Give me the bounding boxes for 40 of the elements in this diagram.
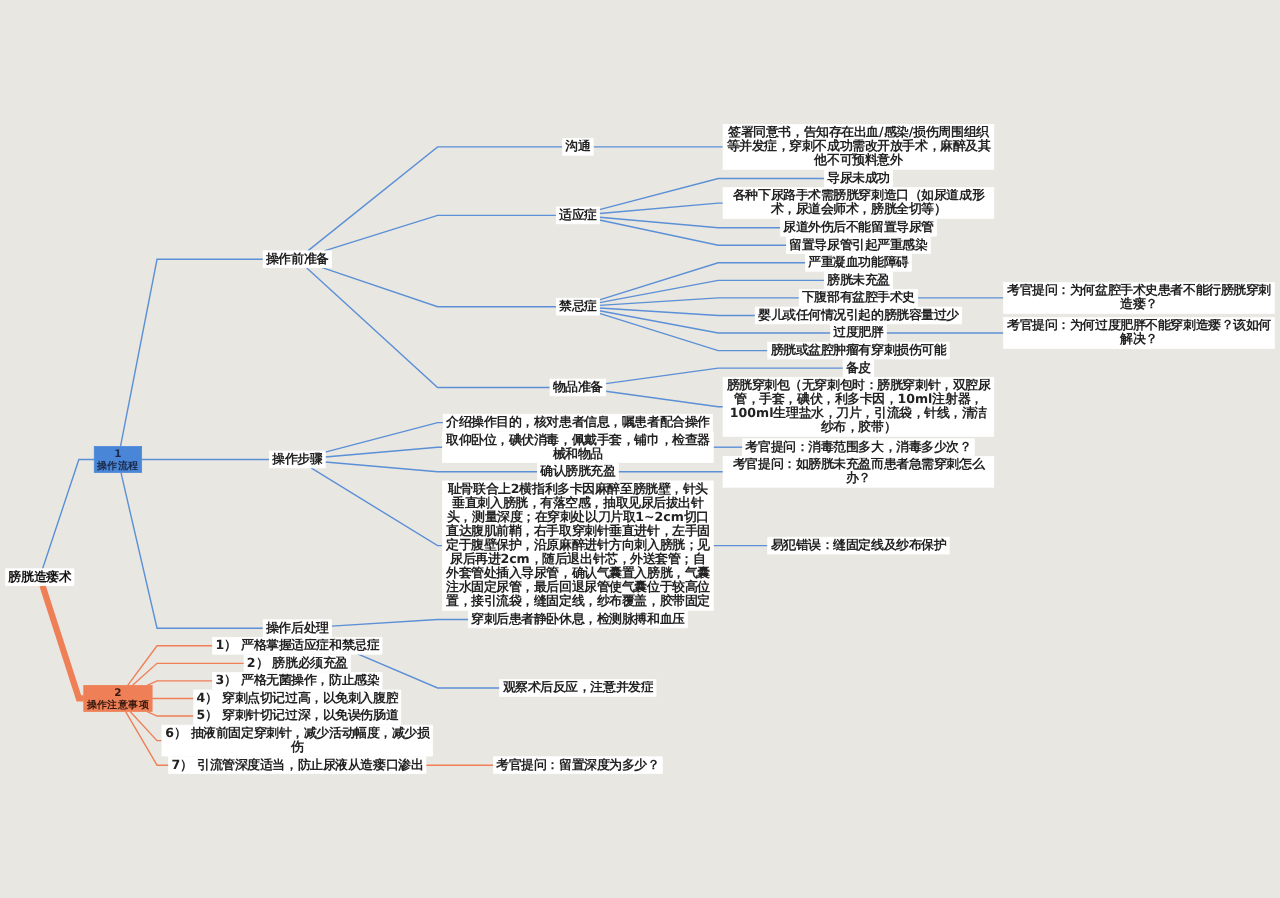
connector bbox=[598, 279, 825, 304]
connector bbox=[305, 267, 551, 389]
connector bbox=[598, 262, 807, 301]
connector bbox=[324, 461, 539, 473]
connector bbox=[598, 307, 756, 317]
connector bbox=[119, 258, 264, 448]
connector bbox=[712, 544, 769, 547]
connector bbox=[592, 146, 724, 148]
connector bbox=[41, 458, 95, 570]
connector bbox=[605, 390, 724, 408]
connector bbox=[324, 421, 444, 453]
connector bbox=[323, 214, 557, 252]
connector bbox=[146, 710, 195, 717]
connector bbox=[425, 764, 495, 766]
connector bbox=[712, 446, 744, 448]
connector bbox=[307, 146, 564, 252]
connector bbox=[917, 297, 1005, 299]
connector bbox=[598, 177, 825, 211]
connector bbox=[124, 710, 170, 766]
connector bbox=[885, 332, 1005, 334]
connector bbox=[151, 697, 195, 700]
connector bbox=[598, 216, 781, 229]
connector bbox=[127, 645, 214, 687]
connector bbox=[617, 471, 724, 473]
connector bbox=[131, 662, 245, 687]
connector bbox=[321, 267, 557, 308]
connector bbox=[598, 297, 800, 307]
connector bbox=[324, 446, 444, 458]
connector bbox=[598, 312, 769, 352]
connector bbox=[120, 471, 264, 629]
connector bbox=[310, 467, 444, 547]
connector bbox=[146, 680, 214, 687]
connector bbox=[129, 710, 163, 742]
connector bbox=[605, 367, 844, 385]
connector bbox=[598, 310, 832, 334]
connector bbox=[598, 202, 724, 215]
connector bbox=[598, 219, 788, 246]
connector bbox=[141, 458, 271, 461]
connector bbox=[330, 618, 469, 627]
connector bbox=[39, 584, 84, 702]
